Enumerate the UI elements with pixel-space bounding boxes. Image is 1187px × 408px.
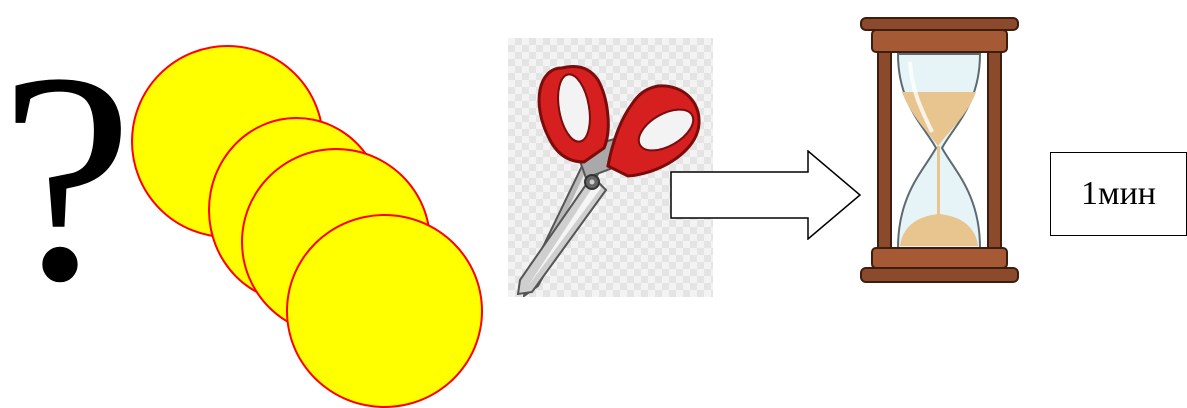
time-label: 1мин [1081, 175, 1156, 213]
right-arrow-icon [670, 150, 862, 240]
time-label-box: 1мин [1050, 152, 1187, 236]
question-mark: ? [0, 52, 120, 302]
yellow-circle-4 [286, 214, 483, 408]
hourglass-icon [858, 14, 1021, 288]
